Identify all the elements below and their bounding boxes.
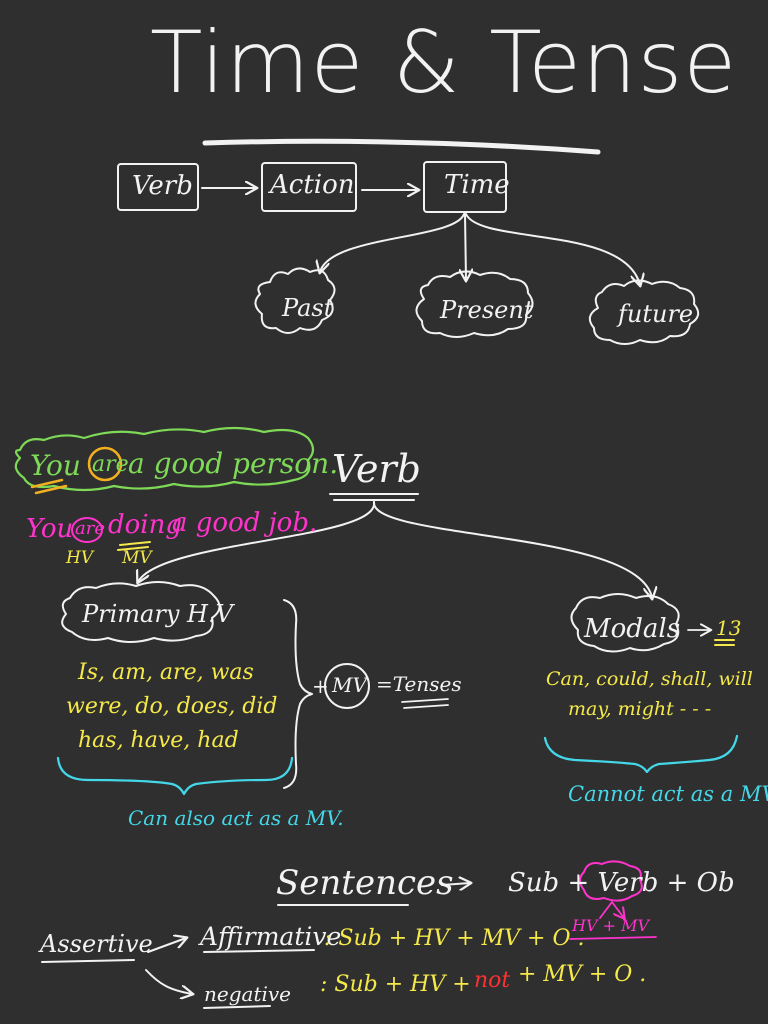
past-cloud xyxy=(254,267,336,334)
arrow-assertive-affirmative xyxy=(147,938,186,953)
are-circle-pink xyxy=(71,517,103,543)
you-underline-orange xyxy=(30,478,68,495)
future-cloud xyxy=(588,279,700,345)
action-box xyxy=(261,162,357,212)
verb-expansion: HV + MV xyxy=(572,916,650,935)
example1-you: You xyxy=(30,449,81,482)
verb-underline xyxy=(329,493,419,501)
primary-list-2: were, do, does, did xyxy=(66,694,278,719)
affirmative-label: Affirmative xyxy=(200,922,342,951)
page-title: Time & Tense xyxy=(150,13,738,113)
example2-rest: a good job. xyxy=(172,508,318,538)
example2-mv-label: MV xyxy=(122,548,152,568)
example2-are: are xyxy=(75,518,105,539)
arrow-time-future xyxy=(465,213,640,285)
arrow-time-present xyxy=(465,213,466,280)
mv-circle xyxy=(324,663,370,709)
assertive-label: Assertive xyxy=(40,930,153,958)
primary-brace xyxy=(283,599,313,789)
modals-list-2: may, might - - - xyxy=(568,698,712,720)
flow-action: Action xyxy=(270,170,355,200)
affirmative-formula: : Sub + HV + MV + O . xyxy=(324,926,585,951)
tenses-underline xyxy=(401,698,449,709)
verb-box xyxy=(117,163,199,211)
flow-future: future xyxy=(618,300,694,328)
affirmative-underline xyxy=(203,949,315,953)
arrow-sentences-formula xyxy=(441,883,470,885)
negative-formula-suffix: + MV + O . xyxy=(518,962,647,987)
formula-mv: MV xyxy=(332,673,367,697)
arrow-verb-primary xyxy=(138,501,376,582)
modals-cloud xyxy=(570,593,680,653)
primary-list-1: Is, am, are, was xyxy=(78,660,254,685)
negative-formula-prefix: : Sub + HV + xyxy=(320,972,471,997)
example2-hv-label: HV xyxy=(66,548,94,568)
arrow-verb-expansion xyxy=(599,901,624,918)
flow-time: Time xyxy=(444,170,510,200)
example1-are: are xyxy=(92,452,129,477)
sentences-formula: Sub + Verb + Ob xyxy=(508,868,735,898)
verb-pink-cloud xyxy=(579,860,643,902)
assertive-underline xyxy=(41,959,135,963)
example1-rest: a good person. xyxy=(128,447,339,480)
negative-underline xyxy=(203,1005,271,1009)
expansion-underline xyxy=(569,936,657,940)
flow-verb: Verb xyxy=(132,171,193,201)
arrow-time-past xyxy=(320,213,465,272)
are-circle-orange xyxy=(87,446,123,482)
formula-result: =Tenses xyxy=(376,672,462,696)
formula-plus: + xyxy=(312,674,329,698)
flow-present: Present xyxy=(440,296,534,324)
modals-count-underline xyxy=(714,639,735,646)
flow-past: Past xyxy=(282,294,334,322)
modals-cyan-brace xyxy=(543,734,739,774)
arrow-verb-modals xyxy=(372,501,652,598)
present-cloud xyxy=(415,270,534,338)
primary-note: Can also act as a MV. xyxy=(128,806,344,830)
time-box xyxy=(423,161,507,213)
primary-cloud xyxy=(61,581,221,643)
modals-list-1: Can, could, shall, will xyxy=(546,668,753,690)
example2-doing: doing xyxy=(108,510,183,540)
title-underline xyxy=(202,138,601,155)
verb-tree-root: Verb xyxy=(332,447,421,491)
modals-note: Cannot act as a MV. xyxy=(568,782,768,806)
primary-list-3: has, have, had xyxy=(78,728,239,753)
primary-cyan-brace xyxy=(56,756,294,796)
primary-hv-label: Primary H.V xyxy=(82,600,233,628)
arrow-assertive-negative xyxy=(145,969,192,994)
modals-label: Modals xyxy=(584,614,681,644)
modals-count: 13 xyxy=(716,616,742,640)
example2-you: You xyxy=(26,514,74,544)
sentences-label: Sentences xyxy=(276,863,454,903)
negative-label: negative xyxy=(204,982,292,1006)
doing-underline-pink xyxy=(117,541,151,551)
negative-not: not xyxy=(474,968,511,993)
